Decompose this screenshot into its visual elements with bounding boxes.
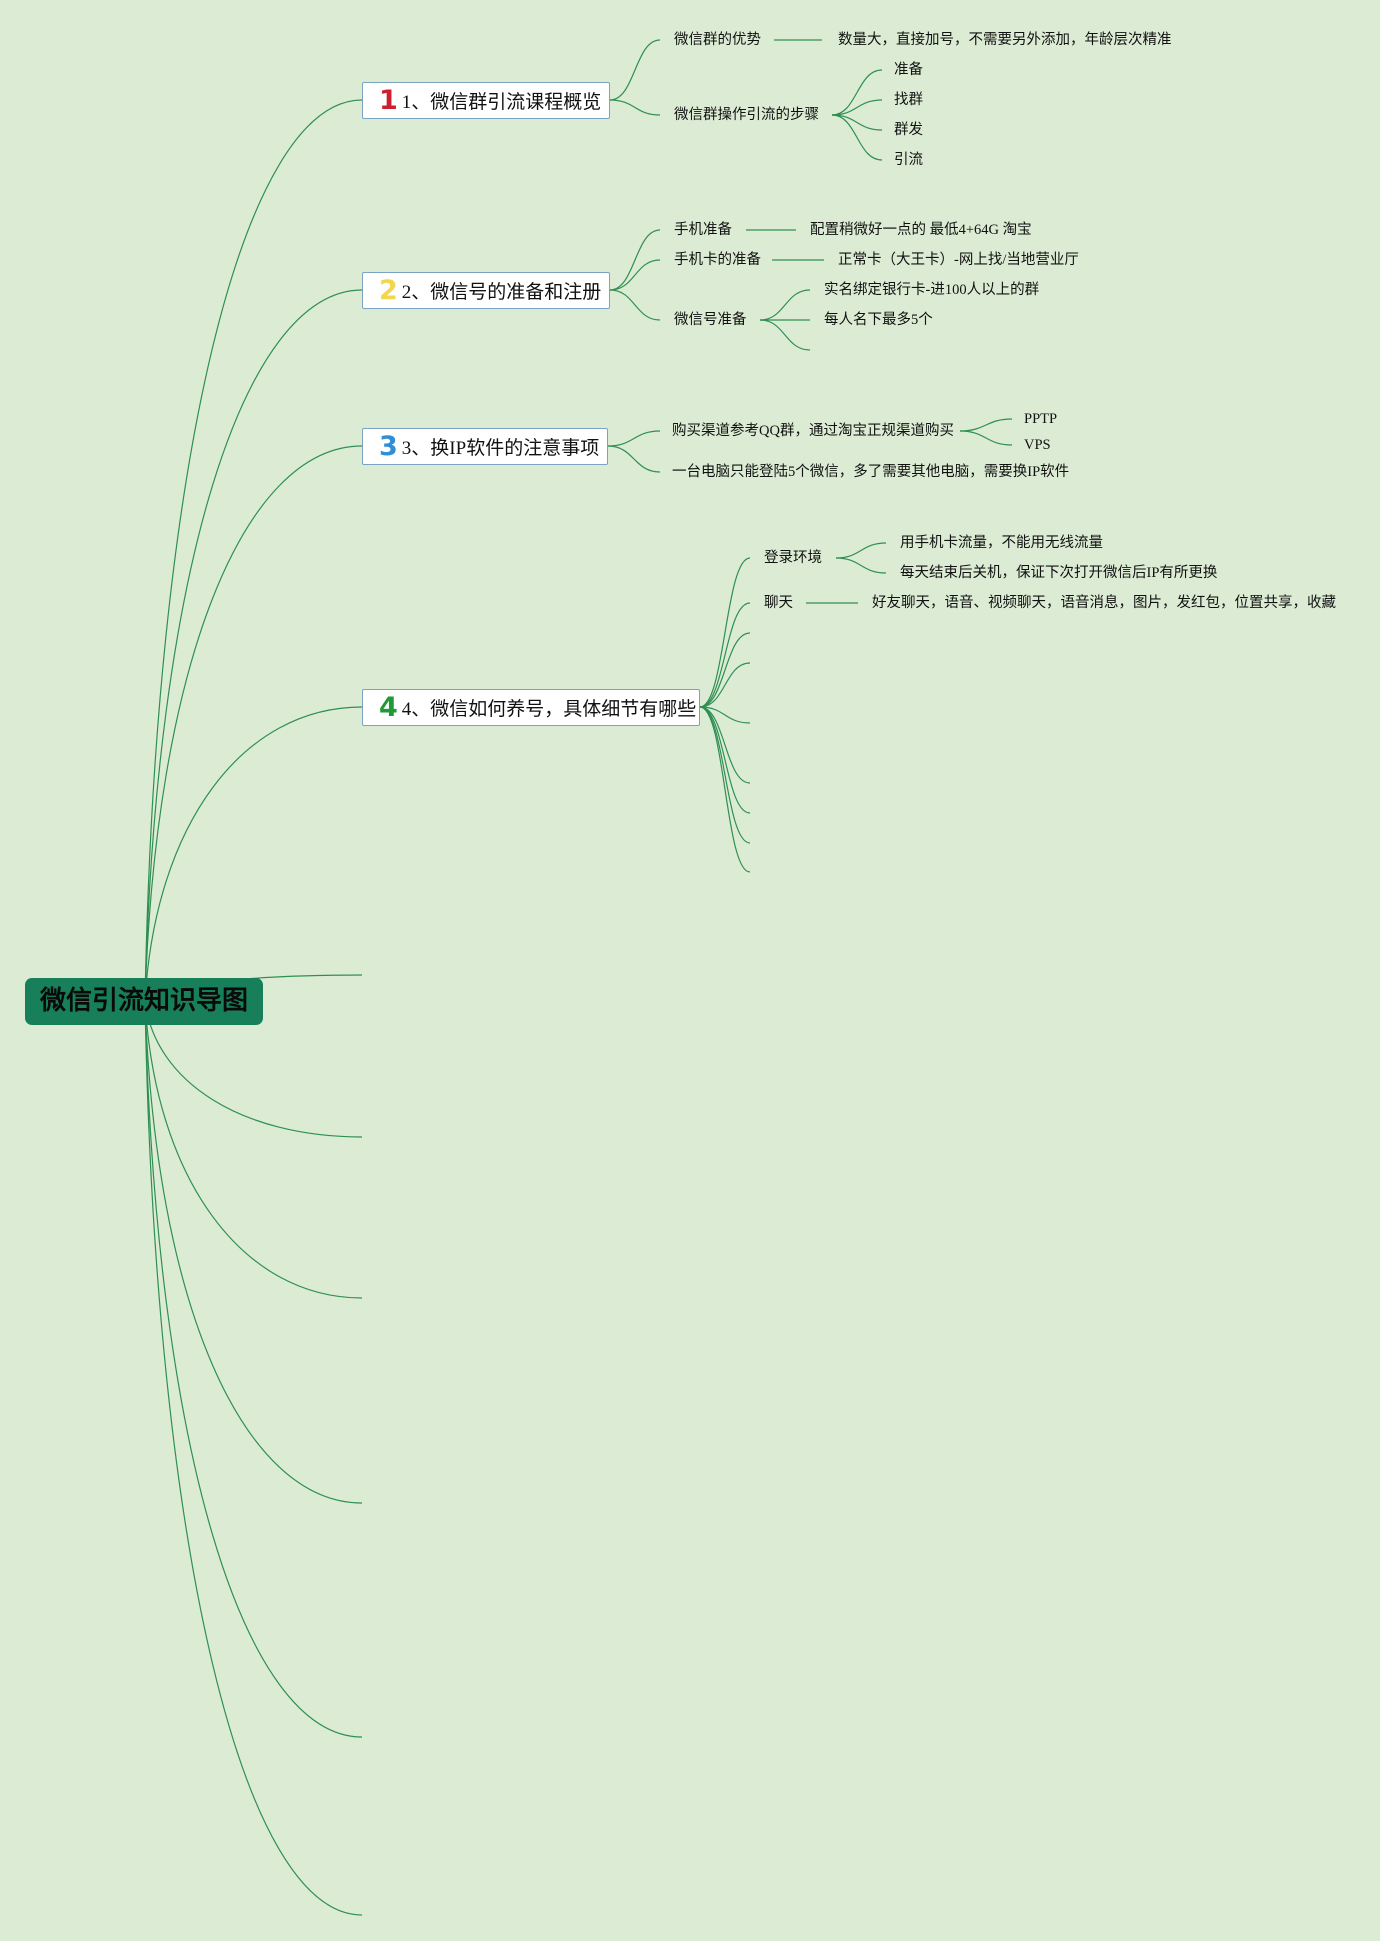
detail-phone-prep[interactable]: 配置稍微好一点的 最低4+64G 淘宝 <box>810 222 1032 238</box>
root-connector-1 <box>144 99 363 1002</box>
option-vps[interactable]: VPS <box>1024 437 1051 453</box>
topic-wechat-group-advantage[interactable]: 微信群的优势 <box>674 32 761 48</box>
connector-step-2 <box>831 99 883 116</box>
connector-b4-1 <box>699 557 751 708</box>
topic-computer-limit[interactable]: 一台电脑只能登陆5个微信，多了需要其他电脑，需要换IP软件 <box>672 464 1070 480</box>
root-connector-2 <box>144 289 363 1002</box>
root-connector-8 <box>144 1000 363 1504</box>
detail-shutdown-daily[interactable]: 每天结束后关机，保证下次打开微信后IP有所更换 <box>900 565 1218 581</box>
connector-b4-5 <box>699 706 751 724</box>
connector-step-1 <box>831 69 883 116</box>
connector-b3-channel <box>607 430 661 447</box>
connector-account-1 <box>759 289 811 321</box>
branch-number-2: 2 <box>379 275 398 306</box>
topic-account-prep[interactable]: 微信号准备 <box>674 312 747 328</box>
connector-b4-4 <box>699 662 751 708</box>
step-attract[interactable]: 引流 <box>894 152 923 168</box>
root-connector-3 <box>144 445 363 1002</box>
connector-b4-2 <box>699 602 751 708</box>
branch-number-1: 1 <box>379 85 398 116</box>
topic-chat[interactable]: 聊天 <box>764 595 793 611</box>
branch-number-4: 4 <box>379 692 398 723</box>
detail-sim-prep[interactable]: 正常卡（大王卡）-网上找/当地营业厅 <box>838 252 1079 268</box>
connector-b2-phone <box>609 229 661 291</box>
root-connector-4 <box>144 706 363 1002</box>
root-connector-10 <box>144 1000 363 1916</box>
connector-account-3 <box>759 319 811 351</box>
branch-2-node[interactable]: 2 2、微信号的准备和注册 <box>362 272 610 309</box>
root-connector-6 <box>144 1000 363 1138</box>
topic-phone-prep[interactable]: 手机准备 <box>674 222 732 238</box>
connector-channel-1 <box>959 418 1013 432</box>
topic-purchase-channel[interactable]: 购买渠道参考QQ群，通过淘宝正规渠道购买 <box>672 423 954 439</box>
connector-login-2 <box>835 557 887 574</box>
connector-channel-2 <box>959 430 1013 446</box>
branch-label: 4、微信如何养号，具体细节有哪些 <box>401 699 697 720</box>
detail-chat-activities[interactable]: 好友聊天，语音、视频聊天，语音消息，图片，发红包，位置共享，收藏 <box>872 595 1336 611</box>
root-connector-7 <box>144 1000 363 1299</box>
connector-step-4 <box>831 114 883 161</box>
connector-login-1 <box>835 542 887 559</box>
branch-4-node[interactable]: 4 4、微信如何养号，具体细节有哪些 <box>362 689 700 726</box>
branch-label: 3、换IP软件的注意事项 <box>401 438 600 459</box>
branch-label: 2、微信号的准备和注册 <box>401 282 602 303</box>
branch-1-node[interactable]: 1 1、微信群引流课程概览 <box>362 82 610 119</box>
root-node[interactable]: 微信引流知识导图 <box>25 978 263 1025</box>
detail-max-accounts[interactable]: 每人名下最多5个 <box>824 312 933 328</box>
connector-b4-8 <box>699 706 751 844</box>
topic-login-environment[interactable]: 登录环境 <box>764 550 822 566</box>
detail-mobile-data[interactable]: 用手机卡流量，不能用无线流量 <box>900 535 1103 551</box>
connector-b4-9 <box>699 706 751 873</box>
connector-b4-3 <box>699 632 751 708</box>
root-connector-9 <box>144 1000 363 1738</box>
connector-step-3 <box>831 114 883 131</box>
detail-bind-bank[interactable]: 实名绑定银行卡-进100人以上的群 <box>824 282 1040 298</box>
branch-3-node[interactable]: 3 3、换IP软件的注意事项 <box>362 428 608 465</box>
connector-b2-account <box>609 289 661 321</box>
connector-b2-sim <box>609 259 661 291</box>
topic-wechat-group-steps[interactable]: 微信群操作引流的步骤 <box>674 107 819 123</box>
option-pptp[interactable]: PPTP <box>1024 411 1058 427</box>
detail-advantage[interactable]: 数量大，直接加号，不需要另外添加，年龄层次精准 <box>838 32 1172 48</box>
branch-label: 1、微信群引流课程概览 <box>401 92 602 113</box>
branch-number-3: 3 <box>379 431 398 462</box>
step-prepare[interactable]: 准备 <box>894 62 923 78</box>
connector-b1-steps <box>609 99 661 116</box>
connector-b3-computer <box>607 445 661 473</box>
connector-b4-6 <box>699 706 751 784</box>
topic-sim-prep[interactable]: 手机卡的准备 <box>674 252 761 268</box>
step-find-group[interactable]: 找群 <box>894 92 923 108</box>
step-mass-send[interactable]: 群发 <box>894 122 923 138</box>
connector-b1-advantage <box>609 39 661 101</box>
